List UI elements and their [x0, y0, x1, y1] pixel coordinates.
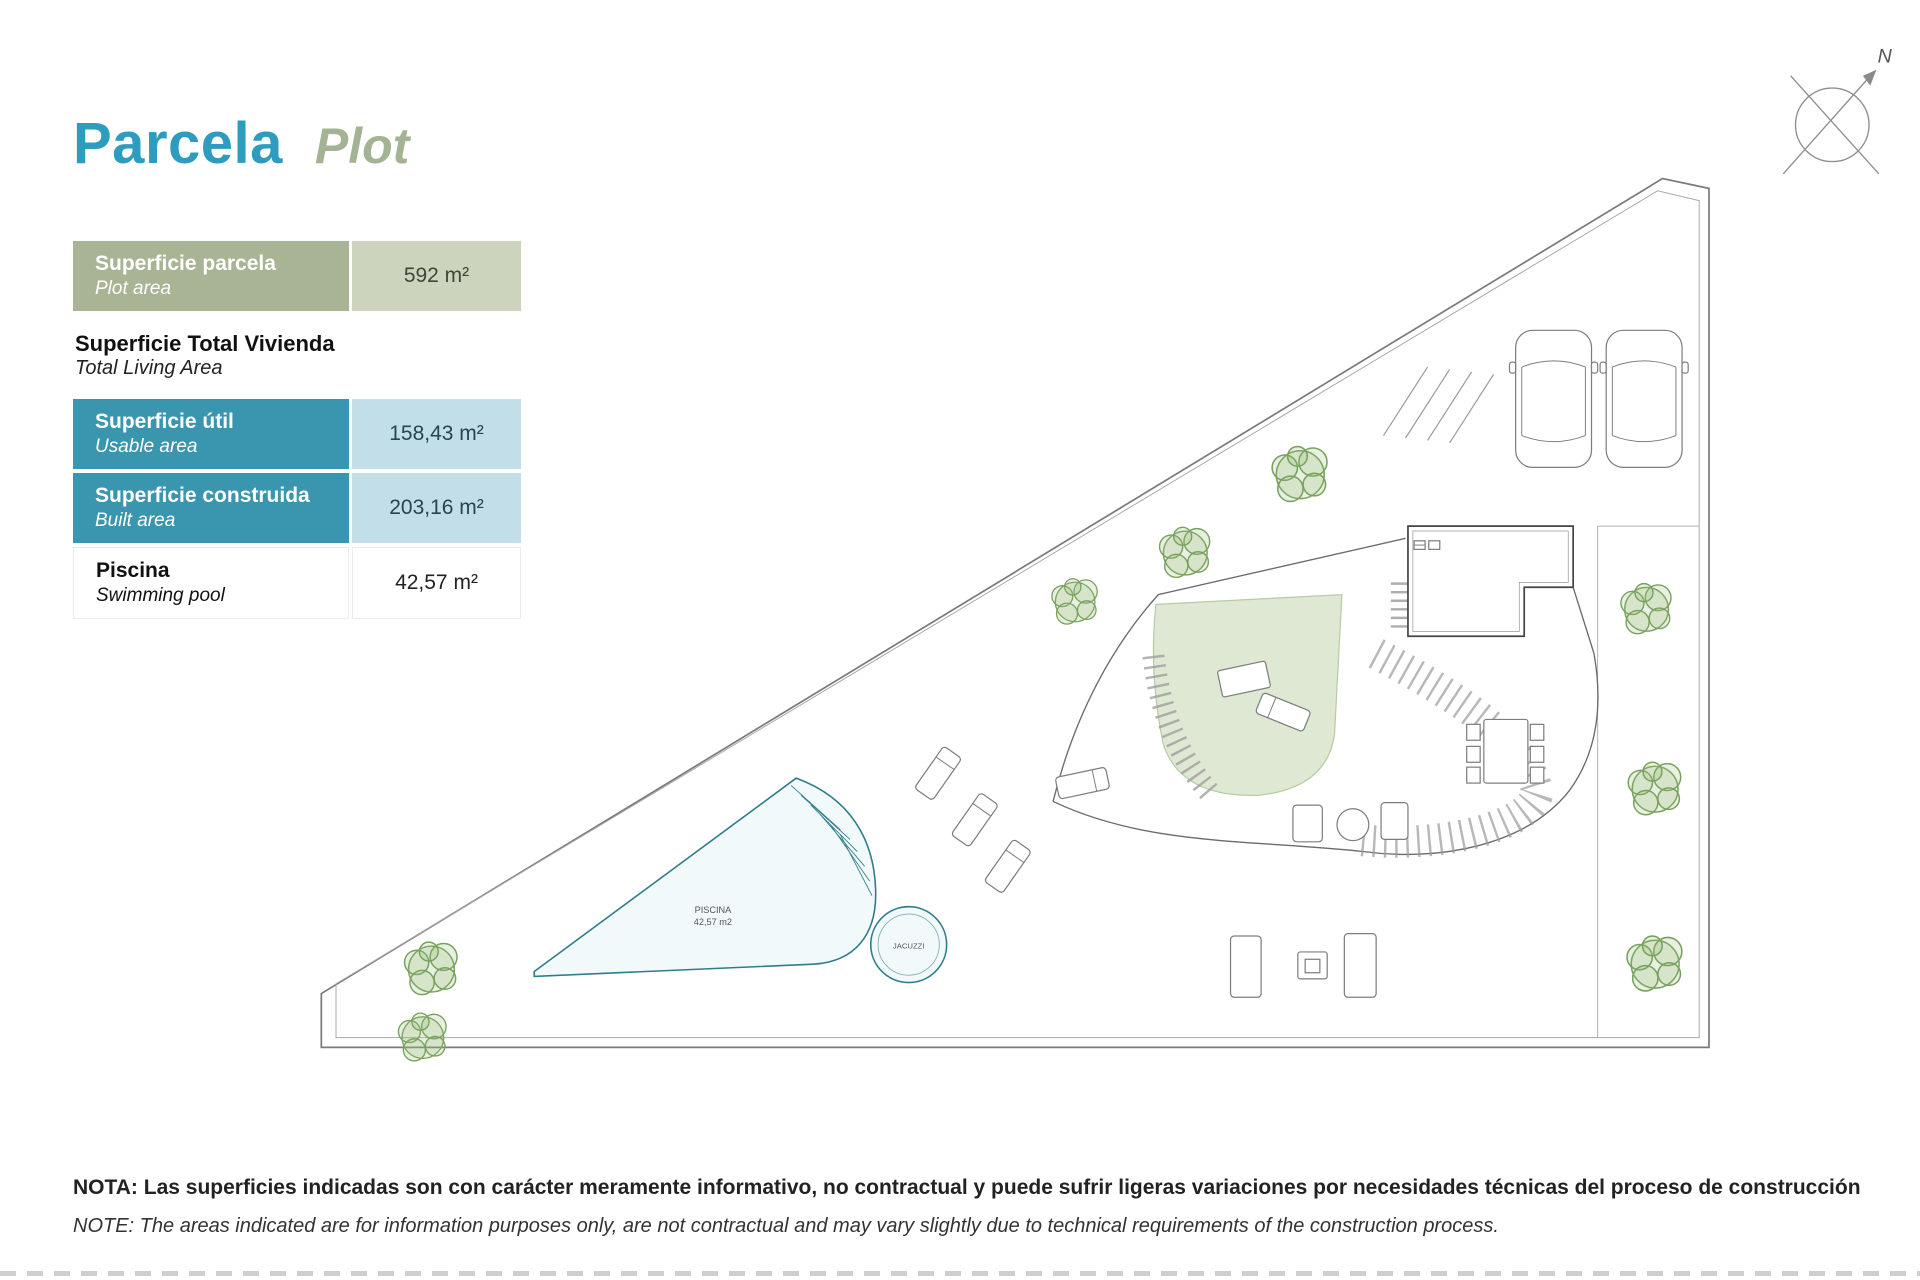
swimming-pool: PISCINA 42,57 m2 — [533, 777, 877, 978]
poolside-loungers — [913, 745, 1111, 895]
jacuzzi: JACUZZI — [869, 905, 948, 984]
deck-outline — [1052, 537, 1599, 856]
house-roof — [1407, 525, 1575, 638]
pool-label: PISCINA — [695, 905, 733, 915]
parking-stripes — [1382, 366, 1495, 444]
plot-area-value: 592 m² — [352, 241, 521, 311]
tree-icon — [1626, 935, 1683, 992]
note-spanish: NOTA: Las superficies indicadas son con … — [73, 1176, 1861, 1199]
firepit-seating — [1292, 802, 1409, 843]
plot-area-label-es: Superficie parcela — [95, 252, 276, 275]
pool-area-label: 42,57 m2 — [694, 917, 732, 927]
compass-icon: N — [1782, 45, 1893, 175]
pool-steps — [790, 785, 873, 896]
usable-area-label-cell: Superficie útil Usable area — [73, 398, 349, 469]
lawn — [1152, 593, 1343, 796]
plot-area-row: Superficie parcela Plot area 592 m² — [73, 241, 521, 311]
usable-area-label-en: Usable area — [95, 436, 198, 458]
tree-icon — [403, 941, 458, 996]
tree-icon — [1271, 445, 1328, 503]
jacuzzi-label: JACUZZI — [893, 941, 925, 950]
footer-notes: NOTA: Las superficies indicadas son con … — [73, 1176, 1865, 1238]
lawn-loungers — [1217, 660, 1312, 733]
swimming-pool-label-es: Piscina — [96, 558, 170, 582]
tree-icon — [1627, 761, 1682, 816]
plot-boundary — [320, 177, 1710, 1049]
page-title: Parcela Plot — [73, 110, 409, 177]
plot-area-label-cell: Superficie parcela Plot area — [73, 241, 349, 311]
north-arrow-icon — [1862, 69, 1877, 86]
total-living-heading-en: Total Living Area — [75, 356, 223, 379]
side-walkway — [1597, 525, 1700, 1038]
built-area-value: 203,16 m² — [352, 472, 521, 543]
tree-icon — [1051, 578, 1098, 625]
swimming-pool-value: 42,57 m² — [352, 546, 521, 619]
built-area-label-cell: Superficie construida Built area — [73, 472, 349, 543]
compass-north-label: N — [1878, 45, 1893, 67]
swimming-pool-label-en: Swimming pool — [96, 585, 225, 607]
cut-line — [0, 1271, 1920, 1276]
tree-icon — [1158, 526, 1211, 579]
car-icon — [1599, 329, 1689, 468]
plot-area-label-en: Plot area — [95, 278, 172, 300]
site-plan: PISCINA 42,57 m2 JACUZZI — [320, 177, 1710, 1062]
total-living-area-heading: Superficie Total Vivienda Total Living A… — [75, 331, 521, 380]
swimming-pool-label-cell: Piscina Swimming pool — [73, 546, 349, 619]
built-area-row: Superficie construida Built area 203,16 … — [73, 472, 521, 543]
built-area-label-en: Built area — [95, 510, 176, 532]
swimming-pool-row: Piscina Swimming pool 42,57 m² — [73, 546, 521, 619]
roof-equipment-icon — [1428, 540, 1441, 550]
tree-icon — [397, 1012, 447, 1062]
note-english: NOTE: The areas indicated are for inform… — [73, 1215, 1499, 1237]
garden-furniture — [1229, 932, 1377, 998]
dining-table-set — [1466, 718, 1545, 784]
total-living-heading-es: Superficie Total Vivienda — [75, 330, 335, 356]
area-summary-table: Superficie parcela Plot area 592 m² Supe… — [73, 241, 521, 623]
car-icon — [1508, 329, 1599, 468]
usable-area-row: Superficie útil Usable area 158,43 m² — [73, 398, 521, 469]
title-spanish: Parcela — [73, 111, 283, 176]
steps-hatching — [1142, 582, 1555, 858]
built-area-label-es: Superficie construida — [95, 483, 310, 507]
tree-icon — [1620, 582, 1672, 635]
title-english: Plot — [314, 118, 410, 174]
usable-area-value: 158,43 m² — [352, 398, 521, 469]
usable-area-label-es: Superficie útil — [95, 409, 234, 433]
